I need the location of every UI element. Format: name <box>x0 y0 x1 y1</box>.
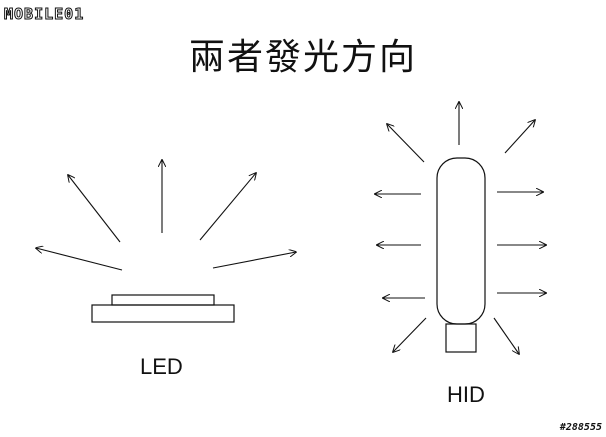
page-title: 兩者發光方向 <box>188 37 417 78</box>
hid-base <box>445 323 477 353</box>
led-chip <box>91 294 235 323</box>
hid-arrow-lower-left <box>393 317 427 352</box>
led-label: LED <box>140 354 183 379</box>
led-arrow-left <box>36 248 123 271</box>
hid-arrow-lower-right <box>493 317 519 354</box>
led-arrow-right <box>212 252 296 269</box>
led-base <box>91 304 235 323</box>
hid-bulb <box>436 157 486 353</box>
hid-arrow-upper-right <box>504 120 535 154</box>
led-die <box>111 294 215 306</box>
hid-arrow-upper-left <box>387 124 425 163</box>
hid-label: HID <box>447 382 485 407</box>
logo-text: MOBILE01 <box>4 5 84 23</box>
image-reference: #288555 <box>559 422 602 433</box>
hid-capsule <box>436 157 486 325</box>
hid-arrows <box>375 102 546 354</box>
mobile01-logo: MOBILE01 <box>4 5 84 24</box>
led-arrow-upper-right <box>199 173 256 241</box>
led-arrows <box>36 160 296 271</box>
led-arrow-upper-left <box>68 175 121 243</box>
